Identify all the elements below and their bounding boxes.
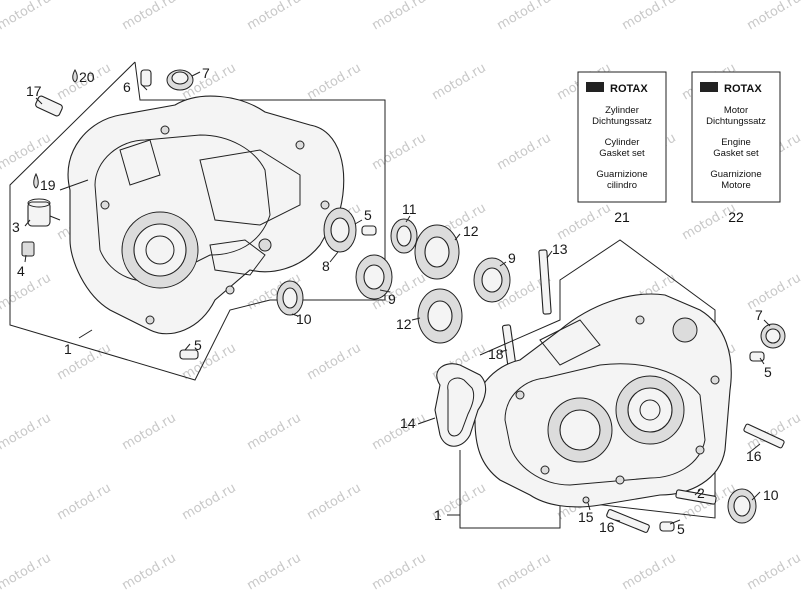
watermark-text: motod.ru — [0, 0, 54, 33]
callout-3: 3 — [12, 219, 20, 235]
watermark-text: motod.ru — [245, 0, 304, 33]
callout-15: 15 — [578, 509, 594, 525]
watermark-text: motod.ru — [555, 201, 614, 244]
watermark-text: motod.ru — [245, 411, 304, 454]
callout-16-bottom: 16 — [599, 519, 615, 535]
callout-20: 20 — [79, 69, 95, 85]
rotax-logo-mark — [700, 82, 718, 92]
watermark-text: motod.ru — [120, 551, 179, 594]
watermark-text: motod.ru — [745, 551, 802, 594]
callout-1-right: 1 — [434, 507, 442, 523]
bearings-and-seals — [276, 207, 552, 366]
watermark-text: motod.ru — [0, 551, 54, 594]
callout-1-left: 1 — [64, 341, 72, 357]
callout-16-right: 16 — [746, 448, 762, 464]
kit-brand: ROTAX — [724, 83, 762, 95]
watermark-text: motod.ru — [305, 341, 364, 384]
callout-17: 17 — [26, 83, 42, 99]
watermark-text: motod.ru — [0, 271, 54, 314]
watermark-text: motod.ru — [745, 0, 802, 33]
watermark-text: motod.ru — [120, 411, 179, 454]
gasket-kit-card-22: ROTAX Motor Dichtungssatz Engine Gasket … — [691, 71, 781, 225]
callout-7-left: 7 — [202, 65, 210, 81]
kit-brand: ROTAX — [610, 83, 648, 95]
watermark-text: motod.ru — [370, 0, 429, 33]
callout-8: 8 — [322, 258, 330, 274]
watermark-text: motod.ru — [180, 341, 239, 384]
kit-line: cilindro — [607, 180, 637, 191]
left-small-parts — [21, 69, 377, 360]
kit-line: Cylinder — [605, 137, 640, 148]
watermark-text: motod.ru — [370, 131, 429, 174]
callout-4: 4 — [17, 263, 25, 279]
watermark-text: motod.ru — [620, 551, 679, 594]
left-crankcase-half — [9, 61, 386, 381]
callout-5-bottom: 5 — [677, 521, 685, 537]
right-crankcase-half — [459, 239, 732, 529]
kit-line: Gasket set — [713, 148, 759, 159]
watermark-text: motod.ru — [495, 131, 554, 174]
watermark-text: motod.ru — [0, 131, 54, 174]
callout-5-left: 5 — [194, 337, 202, 353]
callout-18: 18 — [488, 346, 504, 362]
callout-2: 2 — [697, 485, 705, 501]
kit-number: 21 — [614, 209, 630, 225]
kit-line: Guarnizione — [596, 169, 647, 180]
watermark-text: motod.ru — [245, 551, 304, 594]
watermark-text: motod.ru — [495, 0, 554, 33]
callout-10-right: 10 — [763, 487, 779, 503]
callout-12-bottom: 12 — [396, 316, 412, 332]
watermark-text: motod.ru — [370, 551, 429, 594]
callout-5-right: 5 — [764, 364, 772, 380]
callout-6: 6 — [123, 79, 131, 95]
kit-line: Dichtungssatz — [592, 116, 652, 127]
watermark-text: motod.ru — [180, 481, 239, 524]
kit-line: Motore — [721, 180, 751, 191]
callout-labels: 1 1 2 3 4 5 5 5 5 6 7 7 8 9 9 10 10 11 1… — [12, 65, 779, 537]
watermark-text: motod.ru — [745, 271, 802, 314]
callout-7-right: 7 — [755, 307, 763, 323]
watermark-text: motod.ru — [0, 411, 54, 454]
callout-9-right: 9 — [508, 250, 516, 266]
kit-line: Zylinder — [605, 105, 639, 116]
watermark-text: motod.ru — [495, 551, 554, 594]
kit-line: Dichtungssatz — [706, 116, 766, 127]
watermark-text: motod.ru — [305, 61, 364, 104]
watermark-text: motod.ru — [430, 61, 489, 104]
callout-12-top: 12 — [463, 223, 479, 239]
kit-line: Motor — [724, 105, 748, 116]
kit-number: 22 — [728, 209, 744, 225]
right-small-parts — [582, 323, 786, 533]
callout-13: 13 — [552, 241, 568, 257]
kit-line: Gasket set — [599, 148, 645, 159]
callout-9-left: 9 — [388, 291, 396, 307]
kit-line: Engine — [721, 137, 751, 148]
leader-lines — [24, 71, 771, 525]
gasket — [434, 363, 487, 447]
callout-19: 19 — [40, 177, 56, 193]
watermark-text: motod.ru — [55, 481, 114, 524]
gasket-kit-card-21: ROTAX Zylinder Dichtungssatz Cylinder Ga… — [577, 71, 667, 225]
callout-11: 11 — [402, 201, 417, 217]
rotax-logo-mark — [586, 82, 604, 92]
callout-14: 14 — [400, 415, 416, 431]
callout-5-mid: 5 — [364, 207, 372, 223]
kit-line: Guarnizione — [710, 169, 761, 180]
watermark-text: motod.ru — [120, 0, 179, 33]
watermark-text: motod.ru — [620, 0, 679, 33]
callout-10-left: 10 — [296, 311, 312, 327]
watermark-text: motod.ru — [305, 481, 364, 524]
